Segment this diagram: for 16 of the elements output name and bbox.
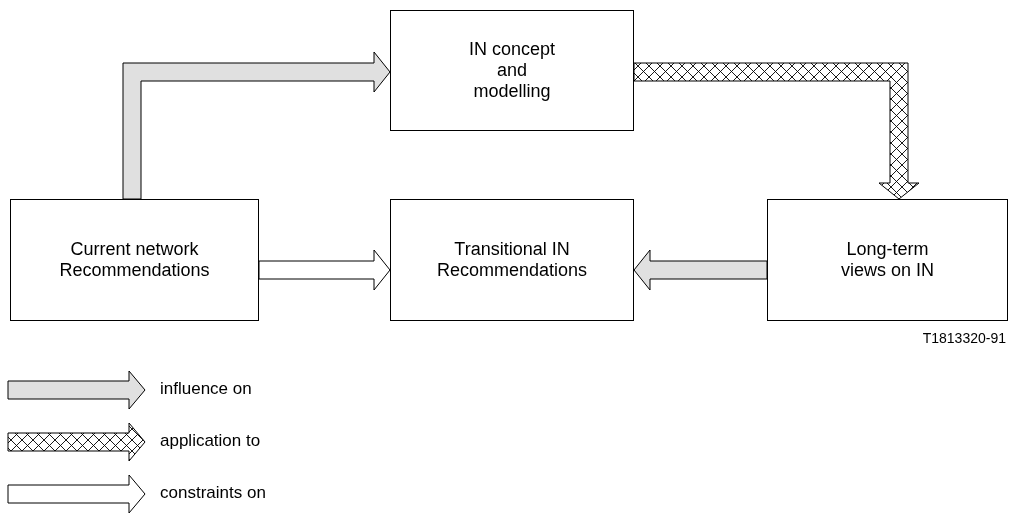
process-box — [767, 199, 1008, 321]
legend-label: constraints on — [160, 483, 266, 503]
legend-label: influence on — [160, 379, 252, 399]
block-arrow — [633, 62, 920, 200]
process-box — [390, 10, 634, 131]
box-label: Current network Recommendations — [59, 239, 210, 281]
legend-label: application to — [160, 431, 261, 451]
figure-code: T1813320-91 — [922, 330, 1006, 346]
box-label: Long-term views on IN — [839, 239, 935, 281]
block-arrow — [258, 249, 391, 291]
block-arrow — [122, 51, 391, 200]
process-box — [390, 199, 634, 321]
process-box — [10, 199, 259, 321]
block-arrow — [633, 249, 768, 291]
box-label: Transitional IN Recommendations — [436, 239, 588, 281]
box-label: IN concept and modelling — [467, 39, 556, 102]
